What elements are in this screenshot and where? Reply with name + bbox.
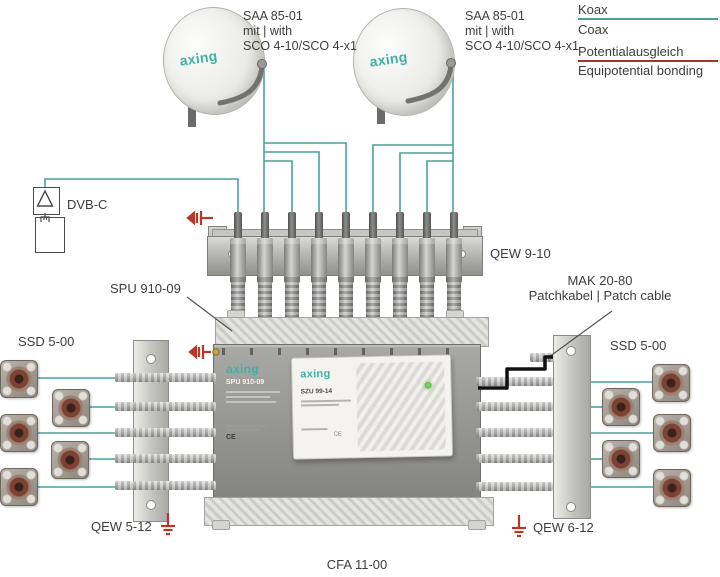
dvbc-triangle-glyph bbox=[36, 189, 54, 207]
fine-print-line bbox=[226, 425, 266, 427]
dish1-label-line3: SCO 4-10/SCO 4-x1 bbox=[243, 38, 357, 53]
coax-dish2-branch2 bbox=[399, 152, 453, 214]
coax-dish1-branch2 bbox=[264, 151, 320, 214]
patch-cable-label-line1: MAK 20-80 bbox=[567, 273, 633, 288]
ms-ce-mark: CE bbox=[226, 434, 236, 441]
qew612-hole-bottom bbox=[566, 502, 576, 512]
patch-coupler-l2 bbox=[115, 402, 216, 411]
mak-callout-line bbox=[548, 310, 613, 358]
patch-coupler-r3 bbox=[476, 428, 553, 437]
cfa-label: CFA 11-00 bbox=[326, 557, 388, 572]
dish2-label-line2: mit | with bbox=[465, 23, 515, 38]
dish1-label-line2: mit | with bbox=[243, 23, 293, 38]
outlet-left-2 bbox=[52, 389, 90, 427]
ground-symbol-right-rail bbox=[512, 515, 526, 538]
dish2-label-line3: SCO 4-10/SCO 4-x1 bbox=[465, 38, 579, 53]
ms-ear-bottomright bbox=[468, 520, 486, 530]
outlet-left-1 bbox=[0, 360, 38, 398]
dvbc-amplifier-symbol bbox=[33, 187, 60, 215]
ground-symbol-left-rail bbox=[161, 513, 175, 536]
fine-print-line bbox=[226, 401, 276, 403]
legend-bonding-line bbox=[578, 60, 718, 62]
fine-print-line bbox=[226, 429, 260, 431]
legend-equipotential: Equipotential bonding bbox=[578, 63, 704, 78]
ms-port-ticks bbox=[222, 348, 472, 355]
patch-coupler-l3 bbox=[115, 428, 216, 437]
qew612-hole-top bbox=[566, 346, 576, 356]
coax-dish2-branch3 bbox=[426, 160, 453, 214]
patch-cable-label-line2: Patchkabel | Patch cable bbox=[528, 288, 672, 304]
patch-coupler-r2 bbox=[476, 402, 553, 411]
qew512-hole-bottom bbox=[146, 500, 156, 510]
dish1-lnb bbox=[257, 59, 267, 69]
patch-coupler-r4 bbox=[476, 454, 553, 463]
coax-dish1-branch1 bbox=[264, 142, 347, 214]
ms-model-print: SPU 910-09 bbox=[226, 379, 265, 386]
ms-bottom-rail bbox=[204, 497, 494, 526]
legend-potentialausgleich: Potentialausgleich bbox=[578, 44, 684, 59]
legend-coax-line bbox=[578, 18, 718, 20]
bonding-screw bbox=[212, 348, 220, 356]
qew910-label: QEW 9-10 bbox=[490, 246, 551, 261]
ms-ear-bottomleft bbox=[212, 520, 230, 530]
outlet-left-3 bbox=[0, 414, 38, 452]
bonding-arrow-multiswitch bbox=[188, 344, 198, 360]
dvbc-label: DVB-C bbox=[67, 197, 108, 212]
qew512-hole-top bbox=[146, 354, 156, 364]
dish1-arm bbox=[217, 64, 265, 106]
patch-coupler-l4 bbox=[115, 454, 216, 463]
ssd-left-label: SSD 5-00 bbox=[18, 334, 75, 349]
outlet-right-4 bbox=[602, 440, 640, 478]
coax-dish1-branch3 bbox=[264, 160, 293, 214]
ms-brand-logo: axing bbox=[226, 362, 259, 376]
coax-dvbc-to-rail bbox=[44, 178, 239, 214]
patch-coupler-r1 bbox=[476, 377, 553, 386]
patch-coupler-l5 bbox=[115, 481, 216, 490]
outlet-right-5 bbox=[653, 469, 691, 507]
dish2-label: SAA 85-01 mit | with SCO 4-10/SCO 4-x1 bbox=[465, 9, 579, 53]
patch-cable-label: MAK 20-80 Patchkabel | Patch cable bbox=[520, 273, 680, 304]
outlet-right-2 bbox=[602, 388, 640, 426]
coax-dish2-branch1 bbox=[372, 144, 453, 214]
outlet-left-4 bbox=[51, 441, 89, 479]
patch-coupler-l1 bbox=[115, 373, 216, 382]
dish1-label-line1: SAA 85-01 bbox=[243, 9, 303, 23]
dvbc-plug-glyph bbox=[40, 213, 50, 222]
dvbc-socket-symbol bbox=[35, 217, 65, 253]
bonding-symbols bbox=[161, 210, 526, 538]
legend-coax: Coax bbox=[578, 22, 609, 37]
dish2-label-line1: SAA 85-01 bbox=[465, 9, 525, 23]
dish2-lnb bbox=[446, 58, 456, 68]
bonding-bars-multiswitch bbox=[197, 345, 211, 359]
legend-koax: Koax bbox=[578, 2, 608, 17]
dish-feed-arms bbox=[217, 63, 454, 106]
multiswitch-callout-label: SPU 910-09 bbox=[110, 281, 181, 296]
outlet-right-1 bbox=[652, 364, 690, 402]
outlet-left-5 bbox=[0, 468, 38, 506]
bonding-arrow-qew910 bbox=[186, 210, 196, 226]
dish2-arm bbox=[405, 63, 454, 104]
mak-patch-cable-highlight bbox=[478, 355, 553, 390]
patch-coupler-r5 bbox=[476, 482, 553, 491]
qew612-rail-plate bbox=[553, 335, 591, 519]
outlet-right-3 bbox=[653, 414, 691, 452]
callout-lines bbox=[186, 296, 613, 358]
dish1-label: SAA 85-01 mit | with SCO 4-10/SCO 4-x1 bbox=[243, 9, 357, 53]
qew612-top-port bbox=[530, 353, 554, 362]
fine-print-line bbox=[226, 396, 270, 398]
qew612-label: QEW 6-12 bbox=[533, 520, 594, 535]
ssd-right-label: SSD 5-00 bbox=[610, 338, 667, 353]
fine-print-line bbox=[226, 391, 280, 393]
qew512-label: QEW 5-12 bbox=[91, 519, 152, 534]
bonding-bars-qew910 bbox=[195, 211, 213, 225]
spu-callout-line bbox=[186, 296, 233, 332]
